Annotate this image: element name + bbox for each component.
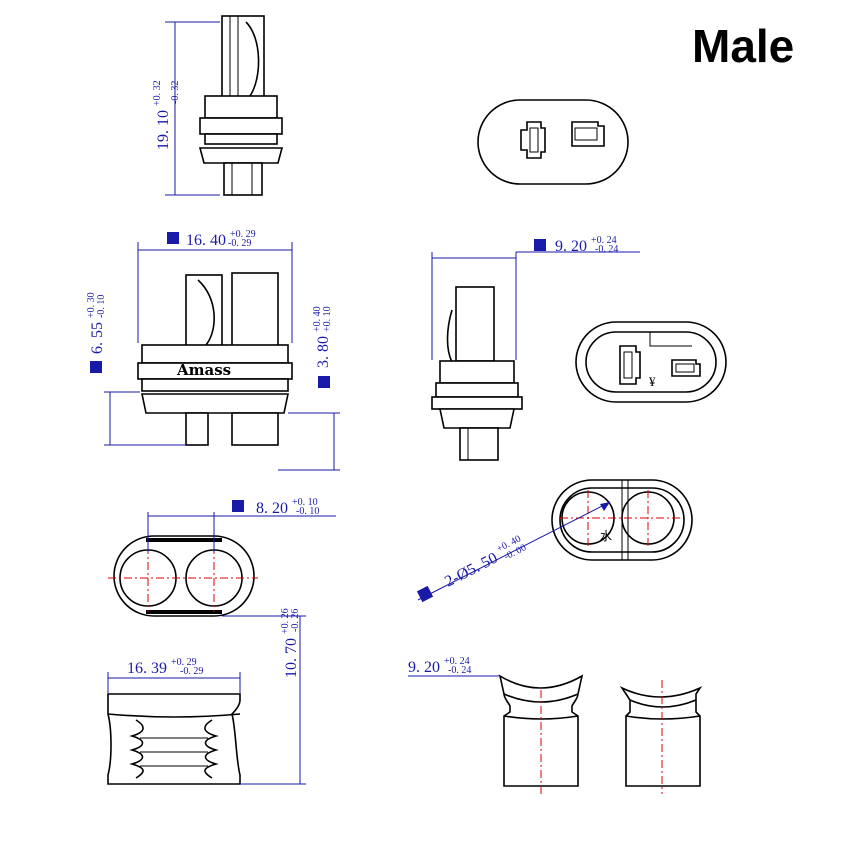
end-view-small	[477, 99, 629, 185]
pin-height-left-tol-upper: +0. 30	[86, 292, 97, 318]
pin-spacing-tol-upper: +0. 10	[292, 497, 318, 508]
side-view-top	[198, 15, 284, 196]
side-width-value: 9. 20	[555, 238, 587, 255]
cap-height-tol-upper: +0. 26	[280, 608, 291, 634]
svg-text:8. 20 +0. 10: 8. 20 +0. 10	[256, 497, 318, 517]
end-view-latch: ¥	[575, 321, 727, 403]
dimension-side-width: 9. 20 +0. 24 -0. 24	[431, 235, 640, 360]
brand-logo: Amass	[176, 361, 231, 379]
dimension-cap-width: 16. 39 +0. 29 -0. 29	[107, 657, 241, 693]
svg-text:10. 70 +0. 26: 10. 70 +0. 26	[280, 608, 300, 678]
polarity-mark-end: 水	[600, 529, 612, 543]
svg-text:6. 55 +0. 30: 6. 55 +0. 30	[86, 292, 106, 354]
pin-height-right-tol-upper: +0. 40	[312, 306, 323, 332]
dimension-cap-height: 10. 70 +0. 26 -0. 26	[222, 608, 306, 785]
cap-width-tol-lower: -0. 29	[180, 666, 203, 677]
cap-height-tol-lower: -0. 26	[290, 609, 301, 632]
overall-length-value: 19. 10	[155, 110, 172, 150]
cap-side-width-value: 9. 20	[408, 659, 440, 676]
dimension-front-width: 16. 40 +0. 29 -0. 29	[137, 229, 293, 343]
dimension-pin-height-right: 3. 80 +0. 40 +0. 10	[278, 306, 340, 471]
hole-diameter-value: 2-Ø5. 50	[442, 550, 500, 591]
pin-spacing-tol-lower: -0. 10	[296, 506, 319, 517]
cap-front-view	[107, 693, 241, 785]
dimension-cap-side-width: 9. 20 +0. 24 -0. 24	[408, 656, 500, 677]
svg-text:3. 80 +0. 40: 3. 80 +0. 40	[312, 306, 332, 368]
pin-height-right-value: 3. 80	[315, 336, 332, 368]
overall-length-tol-lower: -0. 32	[170, 81, 181, 104]
pin-height-right-tol-lower: +0. 10	[322, 306, 333, 332]
cap-side-width-tol-lower: -0. 24	[448, 665, 471, 676]
dimension-overall-length: 19. 10 +0. 32 -0. 32	[152, 21, 220, 196]
cap-side-width-tol-upper: +0. 24	[444, 656, 470, 667]
side-width-tol-lower: -0. 24	[595, 244, 618, 255]
pin-height-left-tol-lower: -0. 10	[96, 295, 107, 318]
overall-length-tol-upper: +0. 32	[152, 80, 163, 106]
front-width-tol-lower: -0. 29	[228, 238, 251, 249]
cap-width-value: 16. 39	[127, 660, 167, 677]
svg-text:9. 20 +0. 24: 9. 20 +0. 24	[408, 656, 470, 676]
svg-text:2-Ø5. 50 +0. 40: 2-Ø5. 50 +0. 40	[441, 533, 527, 590]
side-width-tol-upper: +0. 24	[591, 235, 617, 246]
cap-side-view-a	[498, 674, 584, 794]
polarity-mark-face: ¥	[649, 374, 656, 389]
cap-width-tol-upper: +0. 29	[171, 657, 197, 668]
cap-side-view-b	[619, 680, 703, 794]
face-view-pins	[108, 535, 258, 617]
end-view-holes: 水	[551, 479, 693, 561]
pin-spacing-value: 8. 20	[256, 500, 288, 517]
dimension-pin-height-left: 6. 55 +0. 30 -0. 10	[86, 292, 186, 446]
front-width-tol-upper: +0. 29	[230, 229, 256, 240]
dimension-pin-spacing: 8. 20 +0. 10 -0. 10	[147, 497, 336, 552]
front-width-value: 16. 40	[186, 232, 226, 249]
page-title: Male	[692, 20, 794, 72]
side-view-middle	[431, 286, 523, 461]
svg-text:19. 10 +0. 32: 19. 10 +0. 32	[152, 80, 172, 150]
pin-height-left-value: 6. 55	[89, 322, 106, 354]
svg-text:16. 39 +0. 29: 16. 39 +0. 29	[127, 657, 197, 677]
svg-text:9. 20 +0. 24: 9. 20 +0. 24	[555, 235, 617, 255]
svg-text:16. 40 +0. 29: 16. 40 +0. 29	[186, 229, 256, 249]
cap-height-value: 10. 70	[283, 638, 300, 678]
front-view: Amass	[137, 272, 293, 446]
